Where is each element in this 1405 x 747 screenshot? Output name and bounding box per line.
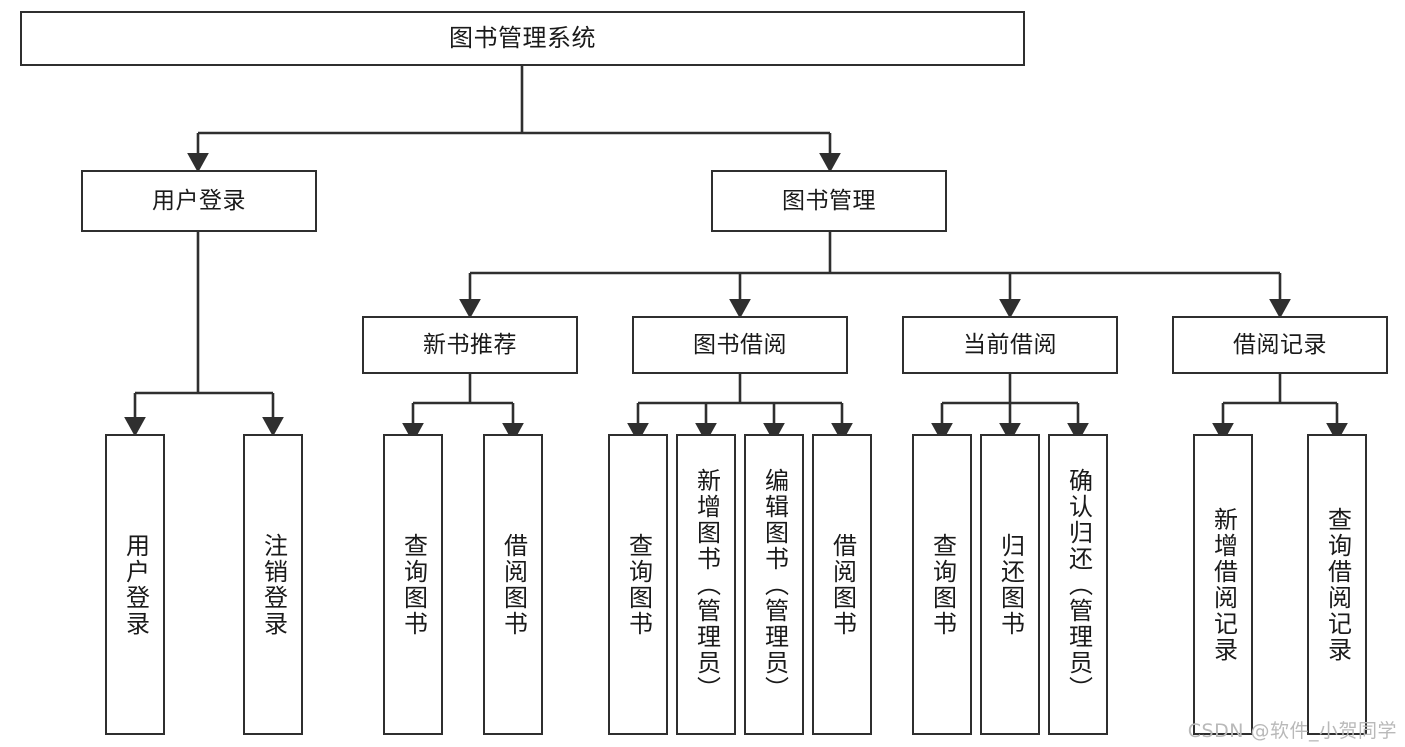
node-label: 查询图书: [624, 532, 653, 637]
leaf-current-confirm-return-admin[interactable]: 确认归还（管理员）: [1048, 434, 1108, 735]
node-label: 新增借阅记录: [1209, 506, 1238, 663]
node-label: 图书管理系统: [449, 23, 596, 52]
leaf-record-query-record[interactable]: 查询借阅记录: [1307, 434, 1367, 735]
node-label: 图书管理: [782, 187, 876, 214]
node-label: 用户登录: [121, 532, 150, 637]
node-current-borrow[interactable]: 当前借阅: [902, 316, 1118, 374]
node-book-management[interactable]: 图书管理: [711, 170, 947, 232]
node-label: 编辑图书（管理员）: [760, 467, 789, 702]
leaf-borrow-edit-book-admin[interactable]: 编辑图书（管理员）: [744, 434, 804, 735]
leaf-borrow-borrow-book[interactable]: 借阅图书: [812, 434, 872, 735]
node-label: 借阅记录: [1233, 331, 1327, 358]
node-label: 图书借阅: [693, 331, 787, 358]
node-label: 借阅图书: [828, 532, 857, 637]
node-label: 新书推荐: [423, 331, 517, 358]
leaf-recommend-query-book[interactable]: 查询图书: [383, 434, 443, 735]
leaf-user-login-logout[interactable]: 注销登录: [243, 434, 303, 735]
node-user-login[interactable]: 用户登录: [81, 170, 317, 232]
node-borrow-record[interactable]: 借阅记录: [1172, 316, 1388, 374]
node-label: 查询借阅记录: [1323, 506, 1352, 663]
node-label: 新增图书（管理员）: [692, 467, 721, 702]
node-label: 当前借阅: [963, 331, 1057, 358]
node-root-system[interactable]: 图书管理系统: [20, 11, 1025, 66]
node-label: 查询图书: [399, 532, 428, 637]
node-label: 注销登录: [259, 532, 288, 637]
node-book-borrow[interactable]: 图书借阅: [632, 316, 848, 374]
node-label: 借阅图书: [499, 532, 528, 637]
node-label: 用户登录: [152, 187, 246, 214]
leaf-recommend-borrow-book[interactable]: 借阅图书: [483, 434, 543, 735]
leaf-current-query-book[interactable]: 查询图书: [912, 434, 972, 735]
leaf-user-login-login[interactable]: 用户登录: [105, 434, 165, 735]
leaf-record-add-record[interactable]: 新增借阅记录: [1193, 434, 1253, 735]
node-label: 查询图书: [928, 532, 957, 637]
node-label: 归还图书: [996, 532, 1025, 637]
leaf-current-return-book[interactable]: 归还图书: [980, 434, 1040, 735]
node-label: 确认归还（管理员）: [1064, 467, 1093, 702]
leaf-borrow-add-book-admin[interactable]: 新增图书（管理员）: [676, 434, 736, 735]
leaf-borrow-query-book[interactable]: 查询图书: [608, 434, 668, 735]
watermark-text: CSDN @软件_小贺同学: [1187, 720, 1397, 742]
node-new-book-recommend[interactable]: 新书推荐: [362, 316, 578, 374]
